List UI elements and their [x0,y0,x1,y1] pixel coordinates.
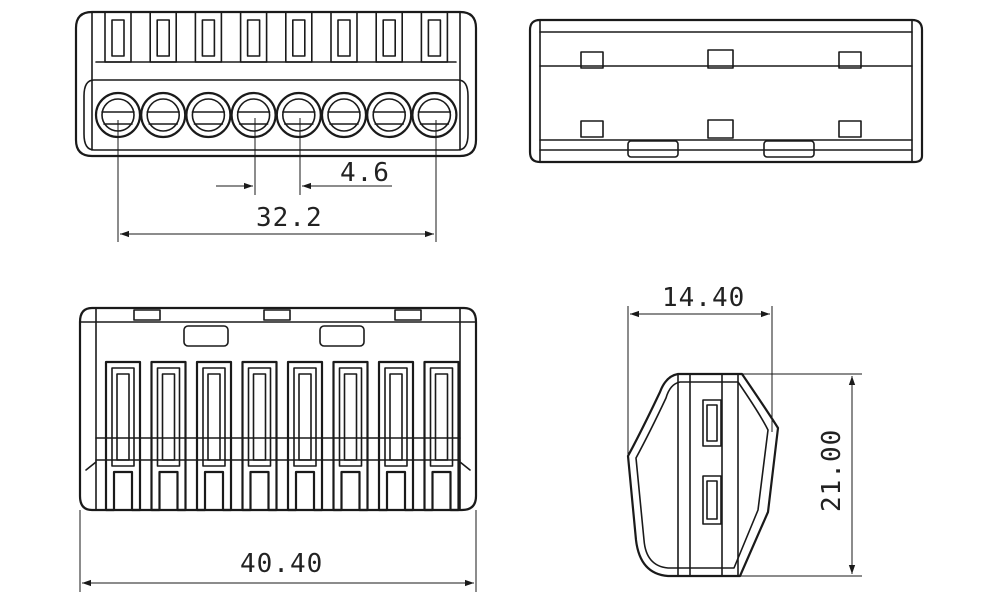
lever [150,360,187,512]
lever [423,360,460,512]
lever-inner [389,373,403,461]
pitch-dimension-label: 4.6 [340,158,390,188]
wire-entry-hole [411,91,458,139]
lever [332,360,369,512]
wire-entry-hole [275,91,322,139]
wire-entry-holes [94,91,458,139]
lever-tab [284,11,313,63]
span-dimension-label: 32.2 [256,203,323,233]
wire-entry-inner [191,98,226,132]
lever-inner [343,373,358,461]
lever [195,360,233,512]
lever-slot [291,19,306,57]
lever-slot [337,19,351,57]
front-levers [104,11,449,63]
lever [104,360,142,512]
bottom-view [528,18,924,164]
lever-slot [427,19,442,57]
lever-window [111,367,135,467]
wire-entry-hole [185,91,232,139]
side-view: 14.40 21.00 [626,283,862,578]
lever-slot [156,19,170,57]
lever-tab [420,11,449,63]
wire-entry-inner [372,98,407,132]
lever-inner [116,373,130,461]
lever-slot [382,19,397,57]
lever-window [202,367,226,467]
wire-entry-hole [320,91,368,139]
wire-entry-inner [281,98,316,132]
top-view: 40.40 [78,306,478,592]
lever-tab [330,11,358,63]
lever-inner [252,373,267,461]
lever-inner [161,373,176,461]
wire-entry-inner [146,98,180,132]
lever-window [338,367,363,467]
lever [377,360,415,512]
lever-tab [375,11,404,63]
lever-window [429,367,454,467]
lever-slot [246,19,261,57]
lever-window [247,367,272,467]
length-dimension-label: 40.40 [240,549,323,579]
height-dimension-label: 21.00 [817,429,847,512]
lever-slot [201,19,216,57]
lever [286,360,324,512]
lever-inner [434,373,449,461]
wire-entry-inner [417,98,452,132]
lever [241,360,278,512]
lever-window [156,367,181,467]
lever-window [293,367,317,467]
lever-tab [149,11,177,63]
lever-tab [239,11,268,63]
front-view: 4.6 32.2 [74,10,478,242]
lever-tab [194,11,223,63]
depth-dimension-label: 14.40 [662,283,745,313]
wire-entry-hole [230,91,277,139]
wire-entry-hole [366,91,413,139]
lever-inner [298,373,312,461]
lever-window [384,367,408,467]
wire-entry-inner [236,98,271,132]
lever-inner [207,373,221,461]
wire-entry-inner [327,98,361,132]
wire-entry-hole [140,91,187,139]
lever-slot [111,19,125,57]
lever-tab [104,11,132,63]
top-lever-slots [104,360,460,512]
